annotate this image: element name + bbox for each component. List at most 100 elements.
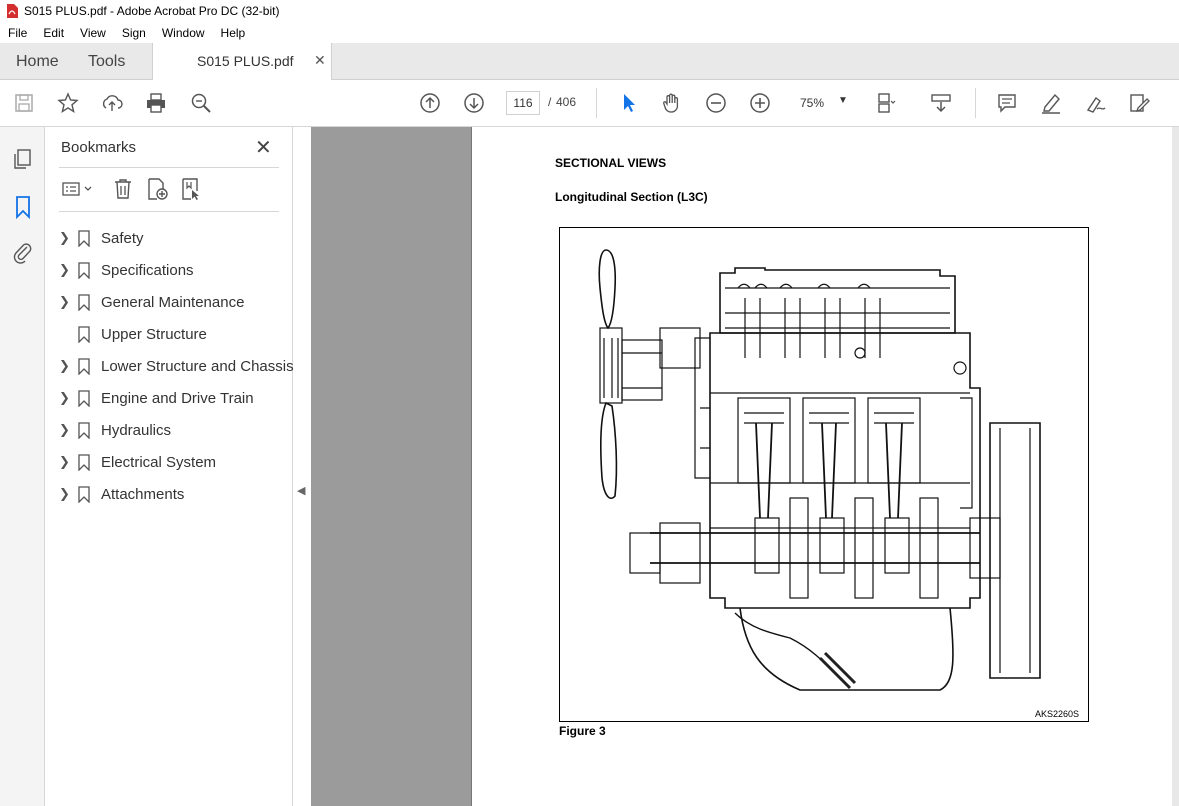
- title-bar: S015 PLUS.pdf - Adobe Acrobat Pro DC (32…: [0, 0, 1179, 22]
- page-down-icon[interactable]: [461, 90, 487, 116]
- current-page-input[interactable]: 116: [506, 91, 540, 115]
- bookmark-flag-icon: [78, 294, 90, 311]
- attachments-icon[interactable]: [11, 240, 35, 264]
- bookmark-star-icon[interactable]: [55, 90, 81, 116]
- document-tab-label: S015 PLUS.pdf: [197, 53, 294, 69]
- bookmark-item[interactable]: ❯ Attachments: [45, 479, 293, 511]
- bookmark-flag-icon: [78, 230, 90, 247]
- bookmark-flag-icon: [78, 486, 90, 503]
- delete-icon[interactable]: [111, 177, 135, 201]
- tab-home[interactable]: Home: [16, 53, 59, 70]
- tab-tools[interactable]: Tools: [88, 53, 126, 70]
- bookmarks-panel: Bookmarks ✕ ❯ Safety ❯: [45, 127, 294, 806]
- find-bookmark-icon[interactable]: [179, 177, 203, 201]
- menu-file[interactable]: File: [8, 25, 28, 40]
- toolbar: 116 / 406 75% ▼: [0, 80, 1179, 127]
- bookmarks-toolbar: [59, 175, 289, 205]
- chevron-right-icon[interactable]: ❯: [59, 454, 70, 469]
- panel-collapse-handle[interactable]: ◀: [293, 127, 311, 806]
- bookmark-item[interactable]: ❯ Engine and Drive Train: [45, 383, 293, 415]
- bookmark-item[interactable]: Upper Structure: [45, 319, 293, 351]
- bookmarks-icon[interactable]: [11, 195, 35, 219]
- document-viewport[interactable]: SECTIONAL VIEWS Longitudinal Section (L3…: [311, 127, 1179, 806]
- scroll-mode-icon[interactable]: [928, 90, 954, 116]
- bookmark-item[interactable]: ❯ Safety: [45, 223, 293, 255]
- total-pages: 406: [556, 95, 577, 109]
- edit-icon[interactable]: [1126, 90, 1152, 116]
- hand-icon[interactable]: [659, 90, 685, 116]
- toolbar-divider: [975, 88, 976, 118]
- pdf-page: SECTIONAL VIEWS Longitudinal Section (L3…: [471, 127, 1176, 806]
- left-rail: [0, 127, 45, 806]
- chevron-right-icon[interactable]: ❯: [59, 358, 70, 373]
- menu-sign[interactable]: Sign: [121, 25, 146, 40]
- bookmark-label: General Maintenance: [101, 294, 245, 311]
- page-separator: /: [548, 95, 552, 109]
- window-title: S015 PLUS.pdf - Adobe Acrobat Pro DC (32…: [24, 4, 280, 18]
- menu-view[interactable]: View: [80, 25, 106, 40]
- menu-window[interactable]: Window: [161, 25, 205, 40]
- bookmark-label: Attachments: [101, 486, 185, 503]
- bookmark-item[interactable]: ❯ General Maintenance: [45, 287, 293, 319]
- toolbar-divider: [596, 88, 597, 118]
- bookmark-flag-icon: [78, 326, 90, 343]
- menu-help[interactable]: Help: [220, 25, 246, 40]
- highlight-icon[interactable]: [1038, 90, 1064, 116]
- divider: [59, 211, 279, 212]
- bookmarks-title: Bookmarks: [61, 139, 137, 156]
- menu-edit[interactable]: Edit: [43, 25, 65, 40]
- upload-icon[interactable]: [99, 90, 125, 116]
- zoom-search-icon[interactable]: [188, 90, 214, 116]
- bookmark-item[interactable]: ❯ Electrical System: [45, 447, 293, 479]
- page-up-icon[interactable]: [417, 90, 443, 116]
- options-menu-icon[interactable]: [61, 177, 95, 201]
- zoom-in-icon[interactable]: [747, 90, 773, 116]
- page-heading: SECTIONAL VIEWS: [555, 156, 667, 170]
- tab-document[interactable]: S015 PLUS.pdf ✕: [152, 43, 332, 81]
- page-fit-icon[interactable]: [873, 90, 899, 116]
- engine-section-drawing: [598, 249, 1041, 691]
- menu-bar: File Edit View Sign Window Help: [0, 22, 1179, 43]
- chevron-right-icon[interactable]: ❯: [59, 230, 70, 245]
- figure-frame: AKS2260S: [559, 227, 1089, 722]
- bookmark-label: Engine and Drive Train: [101, 390, 254, 407]
- bookmark-label: Safety: [101, 230, 144, 247]
- bookmark-label: Electrical System: [101, 454, 217, 471]
- save-icon[interactable]: [11, 90, 37, 116]
- page-subheading: Longitudinal Section (L3C): [555, 190, 708, 204]
- bookmark-item[interactable]: ❯ Hydraulics: [45, 415, 293, 447]
- sign-icon[interactable]: [1082, 90, 1108, 116]
- chevron-right-icon[interactable]: ❯: [59, 390, 70, 405]
- bookmark-label: Specifications: [101, 262, 194, 279]
- document-scrollbar[interactable]: [1172, 127, 1179, 806]
- bookmark-flag-icon: [78, 262, 90, 279]
- bookmark-flag-icon: [78, 390, 90, 407]
- bookmark-flag-icon: [78, 358, 90, 375]
- print-icon[interactable]: [143, 90, 169, 116]
- close-tab-icon[interactable]: ✕: [314, 52, 326, 68]
- bookmark-flag-icon: [78, 422, 90, 439]
- bookmark-label: Lower Structure and Chassis: [101, 358, 294, 375]
- bookmark-item[interactable]: ❯ Specifications: [45, 255, 293, 287]
- new-bookmark-icon[interactable]: [145, 177, 169, 201]
- chevron-right-icon[interactable]: ❯: [59, 422, 70, 437]
- tab-strip: Home Tools S015 PLUS.pdf ✕: [0, 43, 1179, 81]
- page-thumbnails-icon[interactable]: [11, 147, 35, 171]
- divider: [59, 167, 279, 168]
- chevron-left-icon[interactable]: ◀: [297, 485, 306, 497]
- bookmark-flag-icon: [78, 454, 90, 471]
- select-cursor-icon[interactable]: [616, 90, 642, 116]
- chevron-right-icon[interactable]: ❯: [59, 486, 70, 501]
- chevron-right-icon[interactable]: ❯: [59, 262, 70, 277]
- bookmark-item[interactable]: ❯ Lower Structure and Chassis: [45, 351, 294, 383]
- chevron-right-icon[interactable]: ❯: [59, 294, 70, 309]
- bookmark-label: Upper Structure: [101, 326, 207, 343]
- chevron-down-icon: ▼: [838, 95, 848, 106]
- comment-icon[interactable]: [994, 90, 1020, 116]
- close-panel-icon[interactable]: ✕: [255, 137, 272, 159]
- bookmark-label: Hydraulics: [101, 422, 172, 439]
- acrobat-app-icon: [7, 4, 18, 18]
- zoom-select[interactable]: 75% ▼: [788, 91, 852, 115]
- zoom-out-icon[interactable]: [703, 90, 729, 116]
- figure-id: AKS2260S: [1035, 709, 1080, 719]
